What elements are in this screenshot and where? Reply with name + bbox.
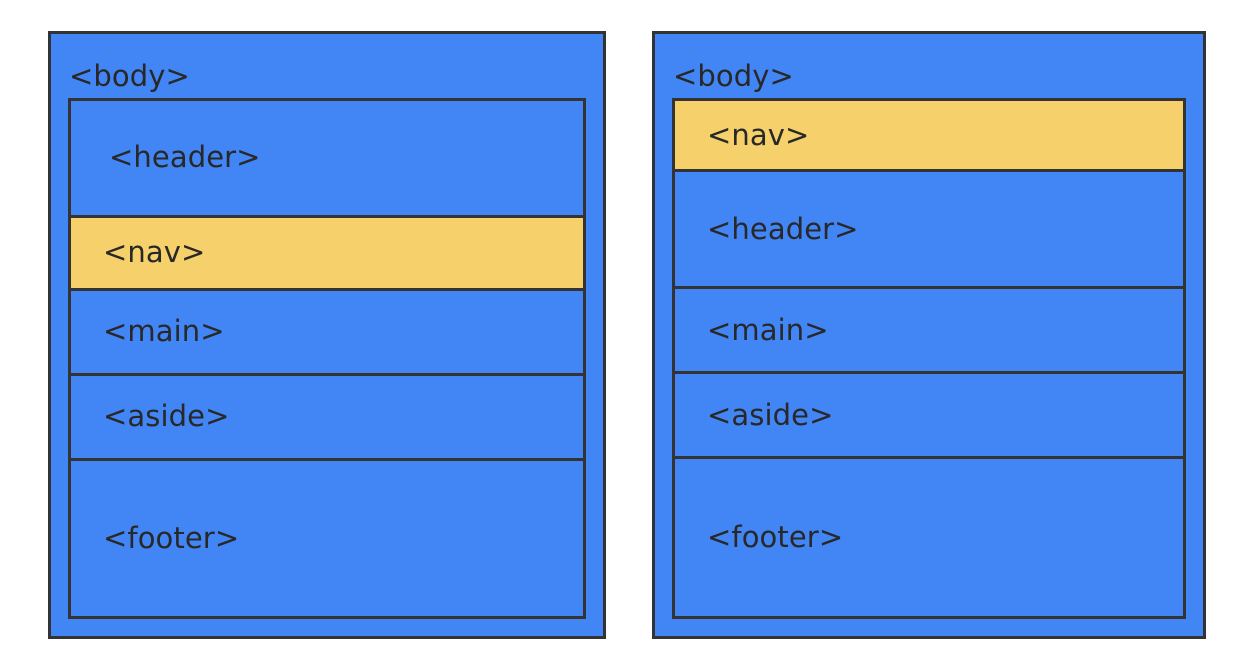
diagram-right-element-footer[interactable]: <footer> bbox=[672, 456, 1186, 619]
diagram-left-element-header-label: <header> bbox=[109, 140, 261, 175]
diagram-right-element-header-label: <header> bbox=[707, 211, 859, 246]
diagram-right-element-nav-label: <nav> bbox=[707, 117, 810, 152]
diagram-right-element-aside[interactable]: <aside> bbox=[672, 371, 1186, 457]
diagram-left-element-stack: <header> <nav> <main> <aside> <footer> bbox=[68, 98, 586, 619]
diagram-right-body-label: <body> bbox=[673, 59, 794, 93]
diagram-right-element-aside-label: <aside> bbox=[707, 397, 834, 432]
diagram-left-body-container: <body> <header> <nav> <main> <aside> <fo… bbox=[48, 31, 606, 639]
diagram-right-element-header[interactable]: <header> bbox=[672, 172, 1186, 287]
diagram-left-body-label: <body> bbox=[69, 59, 190, 93]
diagram-right-body-container: <body> <nav> <header> <main> <aside> <fo… bbox=[652, 31, 1206, 639]
diagram-right-element-footer-label: <footer> bbox=[707, 520, 844, 555]
diagram-left-element-footer[interactable]: <footer> bbox=[68, 457, 586, 619]
diagram-left-element-main[interactable]: <main> bbox=[68, 290, 586, 373]
diagram-right-element-stack: <nav> <header> <main> <aside> <footer> bbox=[672, 98, 1186, 619]
diagram-right-element-main[interactable]: <main> bbox=[672, 286, 1186, 372]
diagram-left-element-header[interactable]: <header> bbox=[68, 98, 586, 215]
diagram-left-element-aside[interactable]: <aside> bbox=[68, 372, 586, 458]
diagram-left-element-nav[interactable]: <nav> bbox=[68, 214, 586, 291]
diagram-right-element-nav[interactable]: <nav> bbox=[672, 98, 1186, 173]
diagram-left-element-main-label: <main> bbox=[103, 314, 225, 349]
diagram-right-element-main-label: <main> bbox=[707, 312, 829, 347]
diagram-left-element-nav-label: <nav> bbox=[103, 235, 206, 270]
diagram-left-element-aside-label: <aside> bbox=[103, 399, 230, 434]
diagram-left-element-footer-label: <footer> bbox=[103, 520, 240, 555]
